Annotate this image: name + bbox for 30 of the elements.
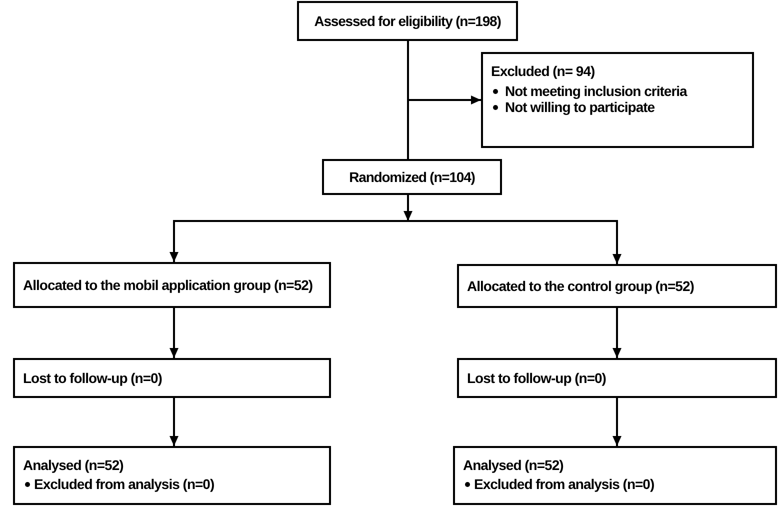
box-label: Allocated to the control group (n=52) [467, 278, 694, 294]
process-box [322, 159, 502, 195]
box-label: Allocated to the mobil application group (n=52) [23, 277, 313, 293]
list-item-text: Not meeting inclusion criteria [505, 83, 687, 99]
process-box [13, 358, 331, 398]
list-item-text: Excluded from analysis (n=0) [34, 476, 214, 492]
arrow [612, 308, 622, 358]
box-label: Lost to follow-up (n=0) [23, 370, 162, 386]
arrow [170, 398, 178, 446]
box-heading: Analysed (n=52) [463, 457, 564, 473]
arrow [404, 195, 412, 221]
arrow [612, 398, 622, 446]
list-item-text: Not willing to participate [505, 99, 655, 115]
arrow [408, 220, 622, 264]
arrow [170, 220, 408, 262]
arrow [170, 308, 178, 358]
process-box [453, 446, 777, 505]
list-item-text: Excluded from analysis (n=0) [474, 476, 654, 492]
process-box [13, 446, 331, 505]
process-box [297, 1, 518, 41]
process-box [457, 264, 777, 308]
box-label: Assessed for eligibility (n=198) [314, 13, 501, 29]
process-box [13, 262, 331, 308]
box-label: Lost to follow-up (n=0) [467, 370, 606, 386]
box-label: Randomized (n=104) [349, 169, 475, 185]
process-box [457, 358, 777, 398]
arrow [408, 96, 481, 104]
process-box [481, 52, 754, 148]
box-heading: Analysed (n=52) [23, 457, 124, 473]
box-heading: Excluded (n= 94) [491, 63, 595, 79]
